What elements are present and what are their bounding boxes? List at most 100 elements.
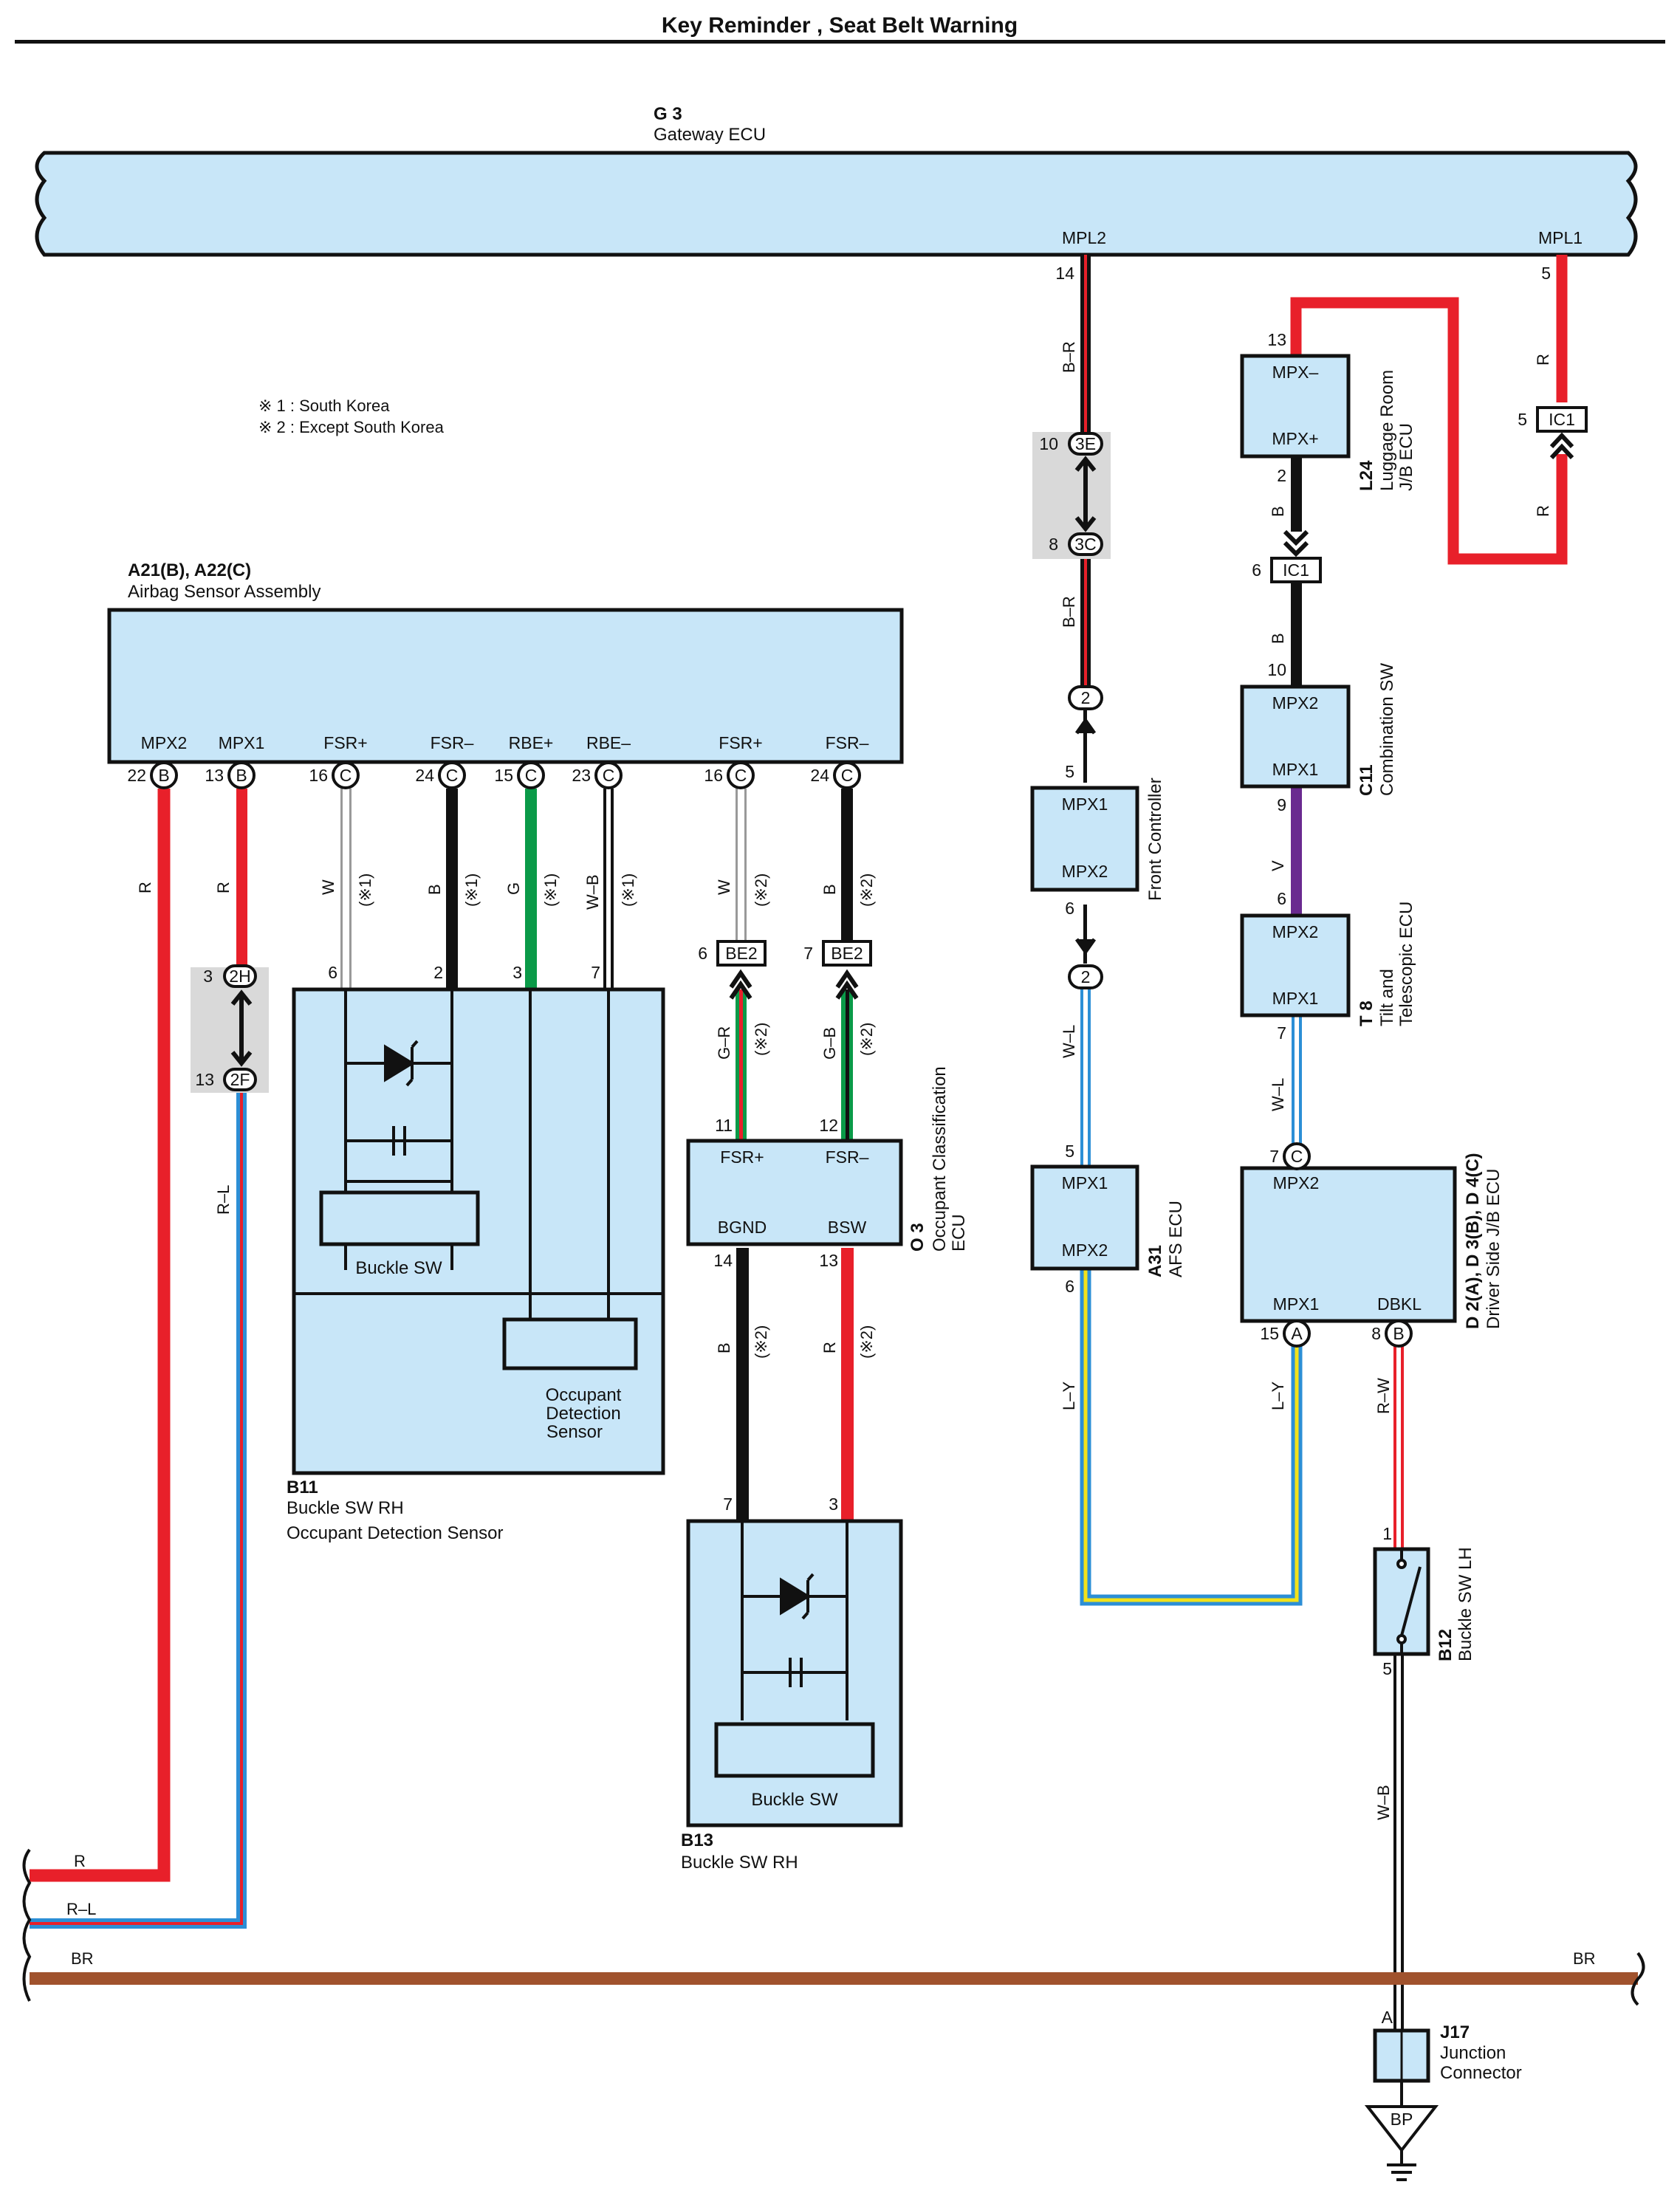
svg-text:BE2: BE2	[725, 944, 757, 963]
svg-text:22: 22	[127, 766, 146, 785]
connector-2h: 2H 3	[203, 964, 257, 988]
b12-switch-icon	[1396, 1549, 1422, 1654]
svg-text:V: V	[1269, 860, 1287, 871]
b11-ods-label-2: Detection	[546, 1404, 620, 1424]
svg-text:16: 16	[309, 766, 328, 785]
a31-name: AFS ECU	[1166, 1201, 1186, 1277]
svg-text:10: 10	[1039, 434, 1058, 453]
svg-text:11: 11	[715, 1116, 733, 1135]
b12-num-5: 5	[1382, 1659, 1392, 1678]
wire-w-b-b12	[1393, 1654, 1404, 2031]
connector-2-upper: 2	[1068, 685, 1103, 735]
wire-front-ctrl-out	[1083, 905, 1087, 964]
wire-r-w	[1393, 1342, 1404, 1549]
b11-name-1: Buckle SW RH	[287, 1498, 404, 1518]
svg-text:14: 14	[713, 1251, 733, 1270]
b11-ods-box	[502, 1317, 638, 1370]
c11-box	[1240, 684, 1351, 789]
d2-pin-connectors	[1283, 1142, 1413, 1348]
svg-text:FSR–: FSR–	[431, 733, 474, 752]
d2-pin-mpx2: MPX2	[1273, 1173, 1320, 1192]
svg-text:B: B	[1269, 633, 1287, 644]
wire-wb-b11	[603, 789, 614, 989]
svg-text:8: 8	[1049, 535, 1058, 554]
b13-capacitor-icon	[789, 1658, 803, 1687]
svg-text:W–L: W–L	[1269, 1078, 1287, 1111]
note-2: ※ 2 : Except South Korea	[258, 418, 445, 436]
svg-text:W: W	[715, 879, 733, 895]
airbag-code: A21(B), A22(C)	[128, 560, 251, 580]
svg-text:R: R	[214, 882, 233, 893]
gateway-pin-mpl2: MPL2	[1062, 228, 1106, 247]
svg-text:24: 24	[415, 766, 434, 785]
svg-text:15: 15	[494, 766, 513, 785]
wire-r-mpx2	[30, 789, 171, 1882]
svg-text:C: C	[735, 766, 747, 785]
airbag-pin-conn-letters: B B C C C C C C	[158, 766, 853, 785]
title-rule	[15, 40, 1665, 44]
svg-text:(※2): (※2)	[752, 1325, 770, 1359]
svg-text:FSR–: FSR–	[826, 733, 869, 752]
svg-text:7: 7	[591, 963, 600, 982]
b13-buckle-sw-box	[714, 1722, 875, 1778]
note-1: ※ 1 : South Korea	[258, 397, 390, 415]
wire-b-r-top	[1080, 255, 1091, 694]
svg-text:13: 13	[195, 1070, 214, 1089]
c11-num-10: 10	[1267, 660, 1286, 679]
d2-code: D 2(A), D 3(B), D 4(C)	[1463, 1153, 1483, 1329]
wire-g-b	[841, 989, 853, 1141]
svg-text:FSR+: FSR+	[719, 733, 762, 752]
svg-text:R–W: R–W	[1374, 1378, 1393, 1414]
svg-text:(※2): (※2)	[857, 874, 876, 907]
svg-text:FSR+: FSR+	[323, 733, 367, 752]
svg-text:G–B: G–B	[820, 1027, 839, 1060]
wire-b-l24	[1291, 458, 1302, 532]
o3-pin-bsw: BSW	[828, 1218, 867, 1237]
svg-text:3C: 3C	[1074, 535, 1096, 554]
svg-text:C: C	[841, 766, 854, 785]
left-break-mark	[22, 1848, 32, 2002]
svg-text:R: R	[1534, 354, 1552, 366]
o3-name-1: Occupant Classification	[930, 1066, 950, 1252]
svg-text:A: A	[1291, 1324, 1303, 1343]
mpl1-pin-number: 5	[1541, 264, 1551, 283]
a31-pin-1: MPX1	[1062, 1173, 1108, 1192]
b13-pin-7: 7	[723, 1494, 733, 1514]
gateway-code: G 3	[654, 104, 682, 124]
b12-name: Buckle SW LH	[1456, 1547, 1475, 1661]
svg-text:R: R	[74, 1852, 86, 1870]
airbag-pin-numbers: 22 13 16 24 15 23 16 24	[127, 766, 829, 785]
svg-text:12: 12	[819, 1116, 838, 1135]
svg-text:R–L: R–L	[214, 1185, 233, 1215]
a31-code: A31	[1145, 1245, 1165, 1277]
c11-name: Combination SW	[1377, 663, 1397, 796]
svg-text:8: 8	[1371, 1324, 1381, 1343]
svg-text:13: 13	[205, 766, 224, 785]
svg-text:BR: BR	[71, 1949, 94, 1968]
connector-ic1-upper: IC1 5	[1518, 406, 1588, 460]
wire-g-b11	[525, 789, 537, 989]
svg-text:2F: 2F	[230, 1070, 250, 1089]
b11-pin-numbers: 6 2 3 7	[328, 963, 600, 982]
front-controller-box	[1030, 786, 1139, 892]
l24-num-13: 13	[1267, 330, 1286, 349]
front-controller-num-5: 5	[1065, 762, 1074, 781]
right-break-mark	[1631, 1952, 1645, 2006]
page-title: Key Reminder , Seat Belt Warning	[662, 13, 1018, 38]
wire-color-labels: R R W (※1) B (※1) G (※1) W–B (※1) W (※2)…	[66, 341, 1596, 1968]
connector-be2-a: BE2 6	[698, 940, 767, 1000]
wire-r-mpx1	[236, 789, 247, 967]
front-controller-pin-2: MPX2	[1062, 862, 1108, 881]
svg-text:(※1): (※1)	[619, 874, 637, 907]
svg-text:R: R	[1534, 505, 1552, 517]
wire-b-o3-b13	[736, 1248, 749, 1521]
b12-code: B12	[1436, 1629, 1456, 1661]
c11-pin-1: MPX2	[1272, 693, 1319, 713]
svg-text:C: C	[603, 766, 615, 785]
a31-pin-2: MPX2	[1062, 1240, 1108, 1260]
svg-text:3: 3	[512, 963, 522, 982]
svg-text:B: B	[715, 1342, 733, 1353]
svg-text:B: B	[1269, 506, 1287, 517]
wire-r-mpl1-loop	[1290, 255, 1568, 565]
